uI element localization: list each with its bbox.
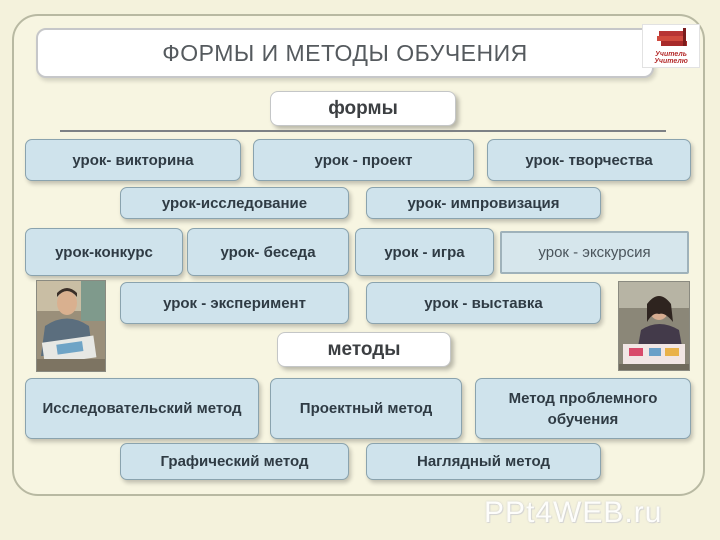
form-item: урок- викторина: [25, 139, 241, 181]
student-photo-right: [618, 281, 690, 371]
form-item: урок - игра: [355, 228, 494, 276]
logo: Учитель Учителю: [642, 24, 700, 68]
form-item: урок-конкурс: [25, 228, 183, 276]
form-item: урок - эксперимент: [120, 282, 349, 324]
divider-line: [60, 130, 666, 132]
student-photo-left: [36, 280, 106, 372]
methods-header: методы: [277, 332, 451, 367]
method-item: Исследовательский метод: [25, 378, 259, 439]
form-item: урок- беседа: [187, 228, 349, 276]
watermark: PPt4WEB.ru: [484, 496, 663, 529]
form-item: урок- импровизация: [366, 187, 601, 219]
logo-text: Учитель Учителю: [654, 51, 688, 65]
page-title: ФОРМЫ И МЕТОДЫ ОБУЧЕНИЯ: [36, 28, 654, 78]
books-icon: [657, 28, 687, 46]
forms-header: формы: [270, 91, 456, 126]
method-item: Наглядный метод: [366, 443, 601, 480]
method-item: Проектный метод: [270, 378, 462, 439]
form-item: урок- творчества: [487, 139, 691, 181]
form-item: урок - выставка: [366, 282, 601, 324]
method-item: Графический метод: [120, 443, 349, 480]
form-item: урок - проект: [253, 139, 474, 181]
method-item: Метод проблемного обучения: [475, 378, 691, 439]
form-item: урок-исследование: [120, 187, 349, 219]
form-item: урок - экскурсия: [500, 231, 689, 274]
